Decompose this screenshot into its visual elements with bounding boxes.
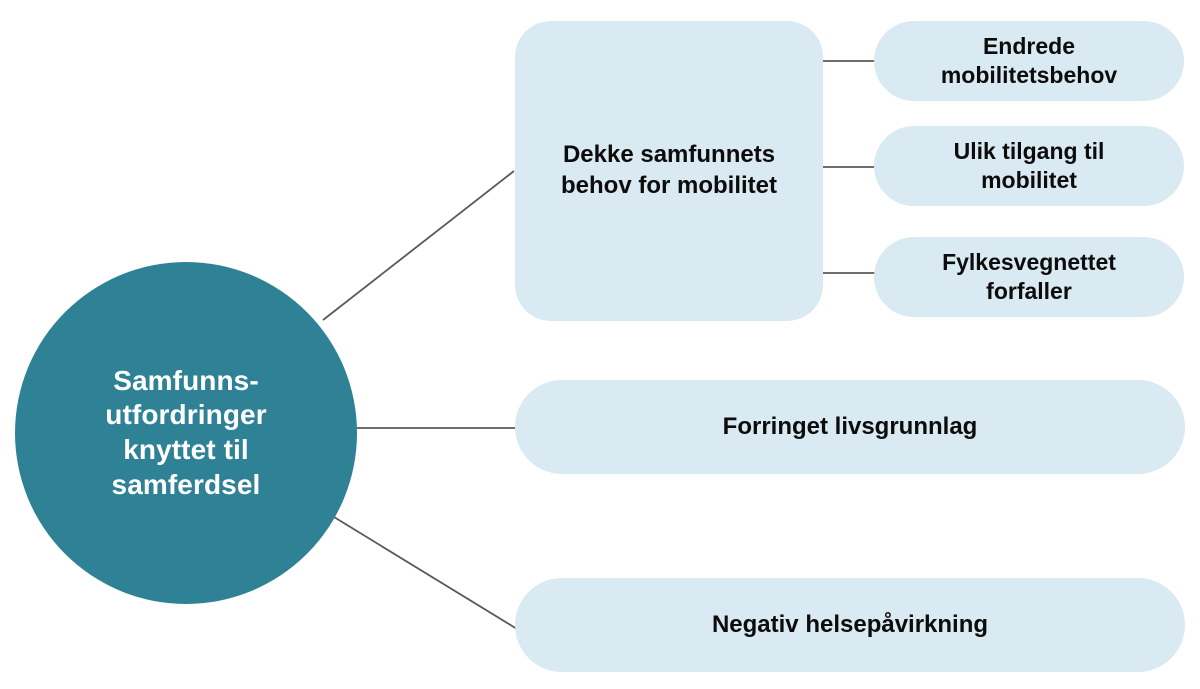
- branch-node-livsgrunnlag[interactable]: Forringet livsgrunnlag: [515, 380, 1185, 474]
- branch-node-helse[interactable]: Negativ helsepåvirkning: [515, 578, 1185, 672]
- child-node-fylkesvegnettet[interactable]: Fylkesvegnettet forfaller: [874, 237, 1184, 317]
- connector-hub-to-mobilitet: [322, 170, 515, 321]
- child-node-endrede-mobilitetsbehov-label: Endrede mobilitetsbehov: [941, 32, 1117, 90]
- child-node-endrede-mobilitetsbehov[interactable]: Endrede mobilitetsbehov: [874, 21, 1184, 101]
- branch-node-helse-label: Negativ helsepåvirkning: [711, 610, 989, 638]
- child-node-endrede-line-2: mobilitetsbehov: [940, 62, 1118, 88]
- hub-label-line-1: Samfunns-: [113, 364, 259, 396]
- child-node-fylkesvegnettet-line-1: Fylkesvegnettet: [942, 249, 1116, 276]
- hub-node-samfunnsutfordringer[interactable]: Samfunns- utfordringer knyttet til samfe…: [15, 262, 357, 604]
- branch-node-mobilitet-label: Dekke samfunnets behov for mobilitet: [561, 140, 777, 201]
- child-node-ulik-tilgang[interactable]: Ulik tilgang til mobilitet: [874, 126, 1184, 206]
- branch-node-mobilitet-line-2: behov for mobilitet: [561, 172, 777, 199]
- child-node-fylkesvegnettet-label: Fylkesvegnettet forfaller: [942, 248, 1116, 306]
- hub-label-line-2: utfordringer: [105, 399, 267, 431]
- connector-hub-to-helse: [333, 516, 518, 630]
- child-node-endrede-line-1: Endrede: [982, 33, 1075, 60]
- child-node-ulik-tilgang-line-2: mobilitet: [981, 167, 1077, 193]
- child-node-ulik-tilgang-line-1: Ulik tilgang til: [953, 138, 1105, 165]
- hub-label-line-3: knyttet til: [123, 434, 249, 465]
- branch-node-livsgrunnlag-label: Forringet livsgrunnlag: [722, 412, 978, 440]
- child-node-fylkesvegnettet-line-2: forfaller: [986, 278, 1072, 304]
- hub-node-label: Samfunns- utfordringer knyttet til samfe…: [105, 364, 266, 503]
- child-node-ulik-tilgang-label: Ulik tilgang til mobilitet: [954, 137, 1105, 195]
- branch-node-mobilitet[interactable]: Dekke samfunnets behov for mobilitet: [515, 21, 823, 321]
- branch-node-mobilitet-line-1: Dekke samfunnets: [562, 141, 776, 169]
- hub-label-line-4: samferdsel: [111, 468, 261, 500]
